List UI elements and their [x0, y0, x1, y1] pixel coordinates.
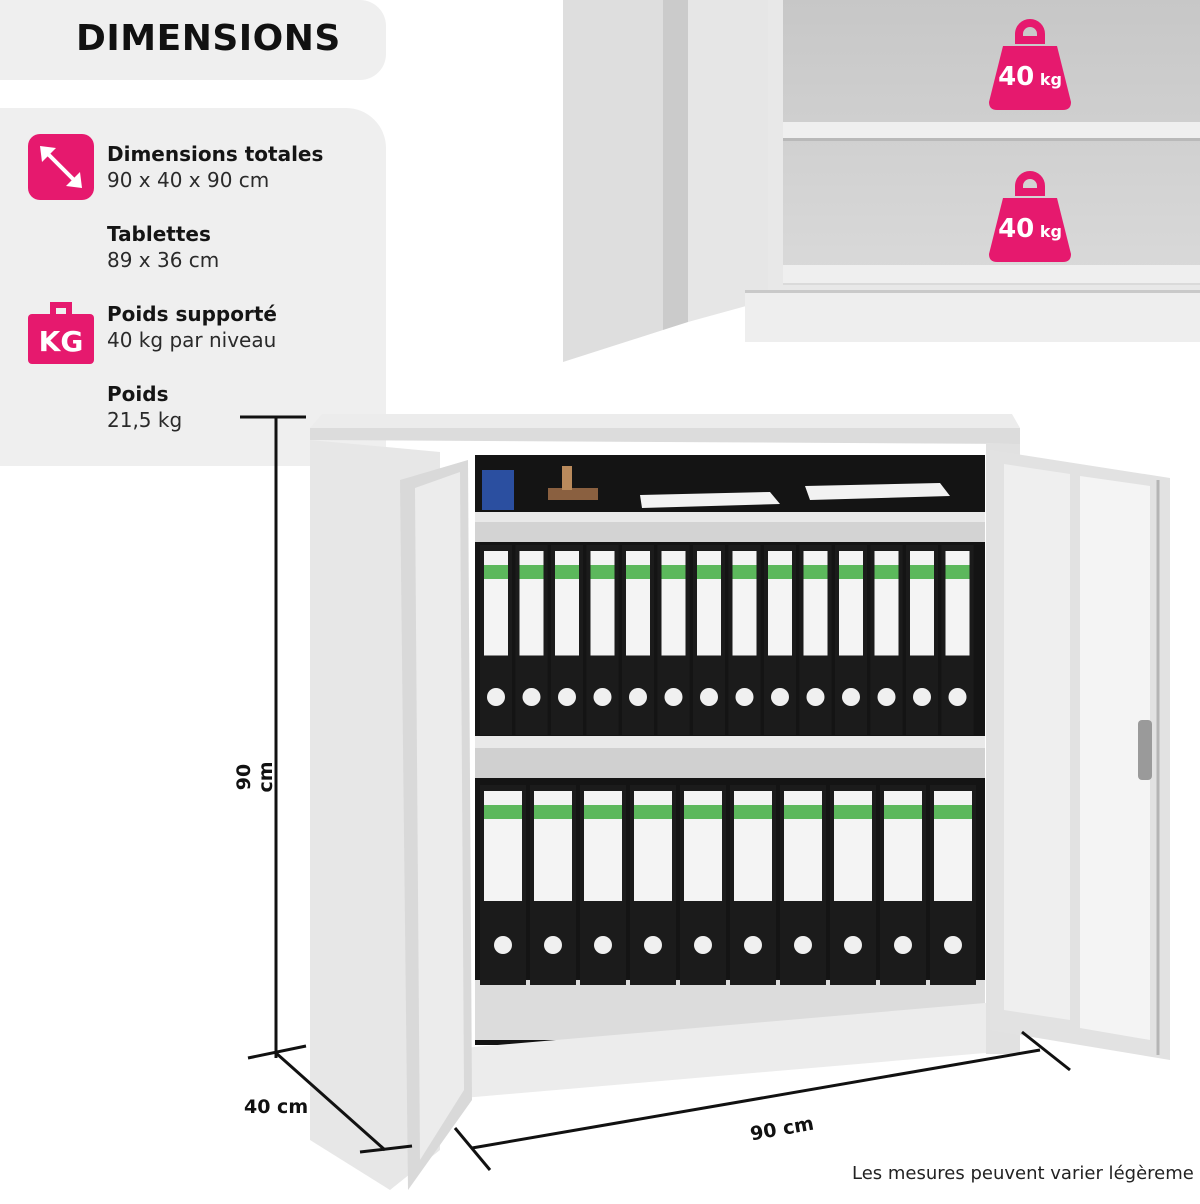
kg-icon-text: KG: [39, 325, 84, 358]
diagonal-arrow-icon: [28, 134, 94, 200]
spec-value: 90 x 40 x 90 cm: [107, 168, 270, 192]
spec-label: Dimensions totales: [107, 142, 324, 166]
badge-unit: kg: [1039, 70, 1062, 89]
cabinet-image: [300, 400, 1200, 1200]
badge-value: 40: [998, 214, 1035, 244]
spec-value: 40 kg par niveau: [107, 328, 277, 352]
disclaimer-text: Les mesures peuvent varier légèreme: [852, 1163, 1194, 1184]
binders-row-bottom: [480, 785, 976, 985]
cabinet-illustration: [310, 414, 1170, 1190]
spec-poids-supporte: Poids supporté 40 kg par niveau: [107, 301, 277, 353]
weight-badge-top: 40 kg: [989, 18, 1071, 110]
spec-value: 89 x 36 cm: [107, 248, 220, 272]
height-dimension-label: 90 cm: [233, 761, 277, 793]
kg-weight-icon: KG: [28, 298, 94, 364]
spec-poids: Poids 21,5 kg: [107, 381, 182, 433]
spec-label: Tablettes: [107, 222, 211, 246]
weight-badge-bottom: 40 kg: [989, 170, 1071, 262]
spec-dimensions-totales: Dimensions totales 90 x 40 x 90 cm: [107, 141, 323, 193]
interior-inset-image: [563, 0, 1200, 362]
depth-dimension-label: 40 cm: [244, 1096, 309, 1118]
weight-badge-text: 40 kg: [993, 62, 1067, 92]
spec-tablettes: Tablettes 89 x 36 cm: [107, 221, 219, 273]
spec-label: Poids: [107, 382, 169, 406]
page-title: DIMENSIONS: [76, 18, 341, 59]
title-card: DIMENSIONS: [0, 0, 386, 80]
spec-label: Poids supporté: [107, 302, 277, 326]
spec-value: 21,5 kg: [107, 408, 183, 432]
binders-row-top: [480, 545, 974, 735]
badge-value: 40: [998, 62, 1035, 92]
badge-unit: kg: [1039, 222, 1062, 241]
weight-badge-text: 40 kg: [993, 214, 1067, 244]
